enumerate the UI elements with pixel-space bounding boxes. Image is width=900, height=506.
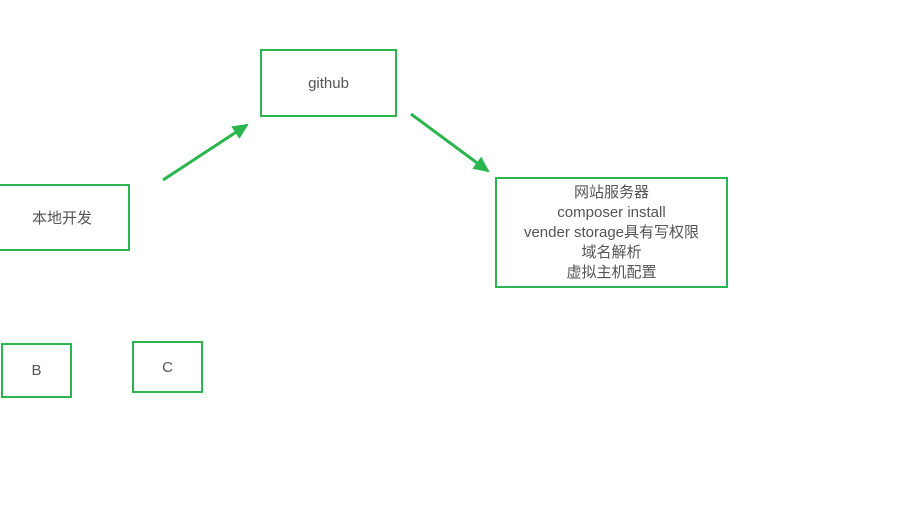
server-line-dns: 域名解析 — [581, 243, 642, 261]
server-line-write-perm: vender storage具有写权限 — [523, 223, 700, 241]
node-c: C — [132, 341, 203, 393]
node-github-label: github — [308, 74, 349, 92]
node-local-dev-label: 本地开发 — [31, 210, 92, 227]
server-line-composer: composer install — [557, 203, 666, 221]
arrow-localdev-to-github — [162, 123, 249, 182]
arrow-github-to-server — [410, 112, 490, 173]
node-local-dev: 本地开发 — [0, 184, 130, 251]
node-c-label: C — [162, 358, 173, 376]
server-line-vhost: 虚拟主机配置 — [566, 263, 657, 281]
node-b-label: B — [31, 362, 42, 379]
node-github: github — [260, 49, 397, 117]
node-web-server: 网站服务器 composer install vender storage具有写… — [495, 177, 728, 288]
server-line-title: 网站服务器 — [573, 183, 649, 201]
node-b: B — [1, 343, 72, 398]
